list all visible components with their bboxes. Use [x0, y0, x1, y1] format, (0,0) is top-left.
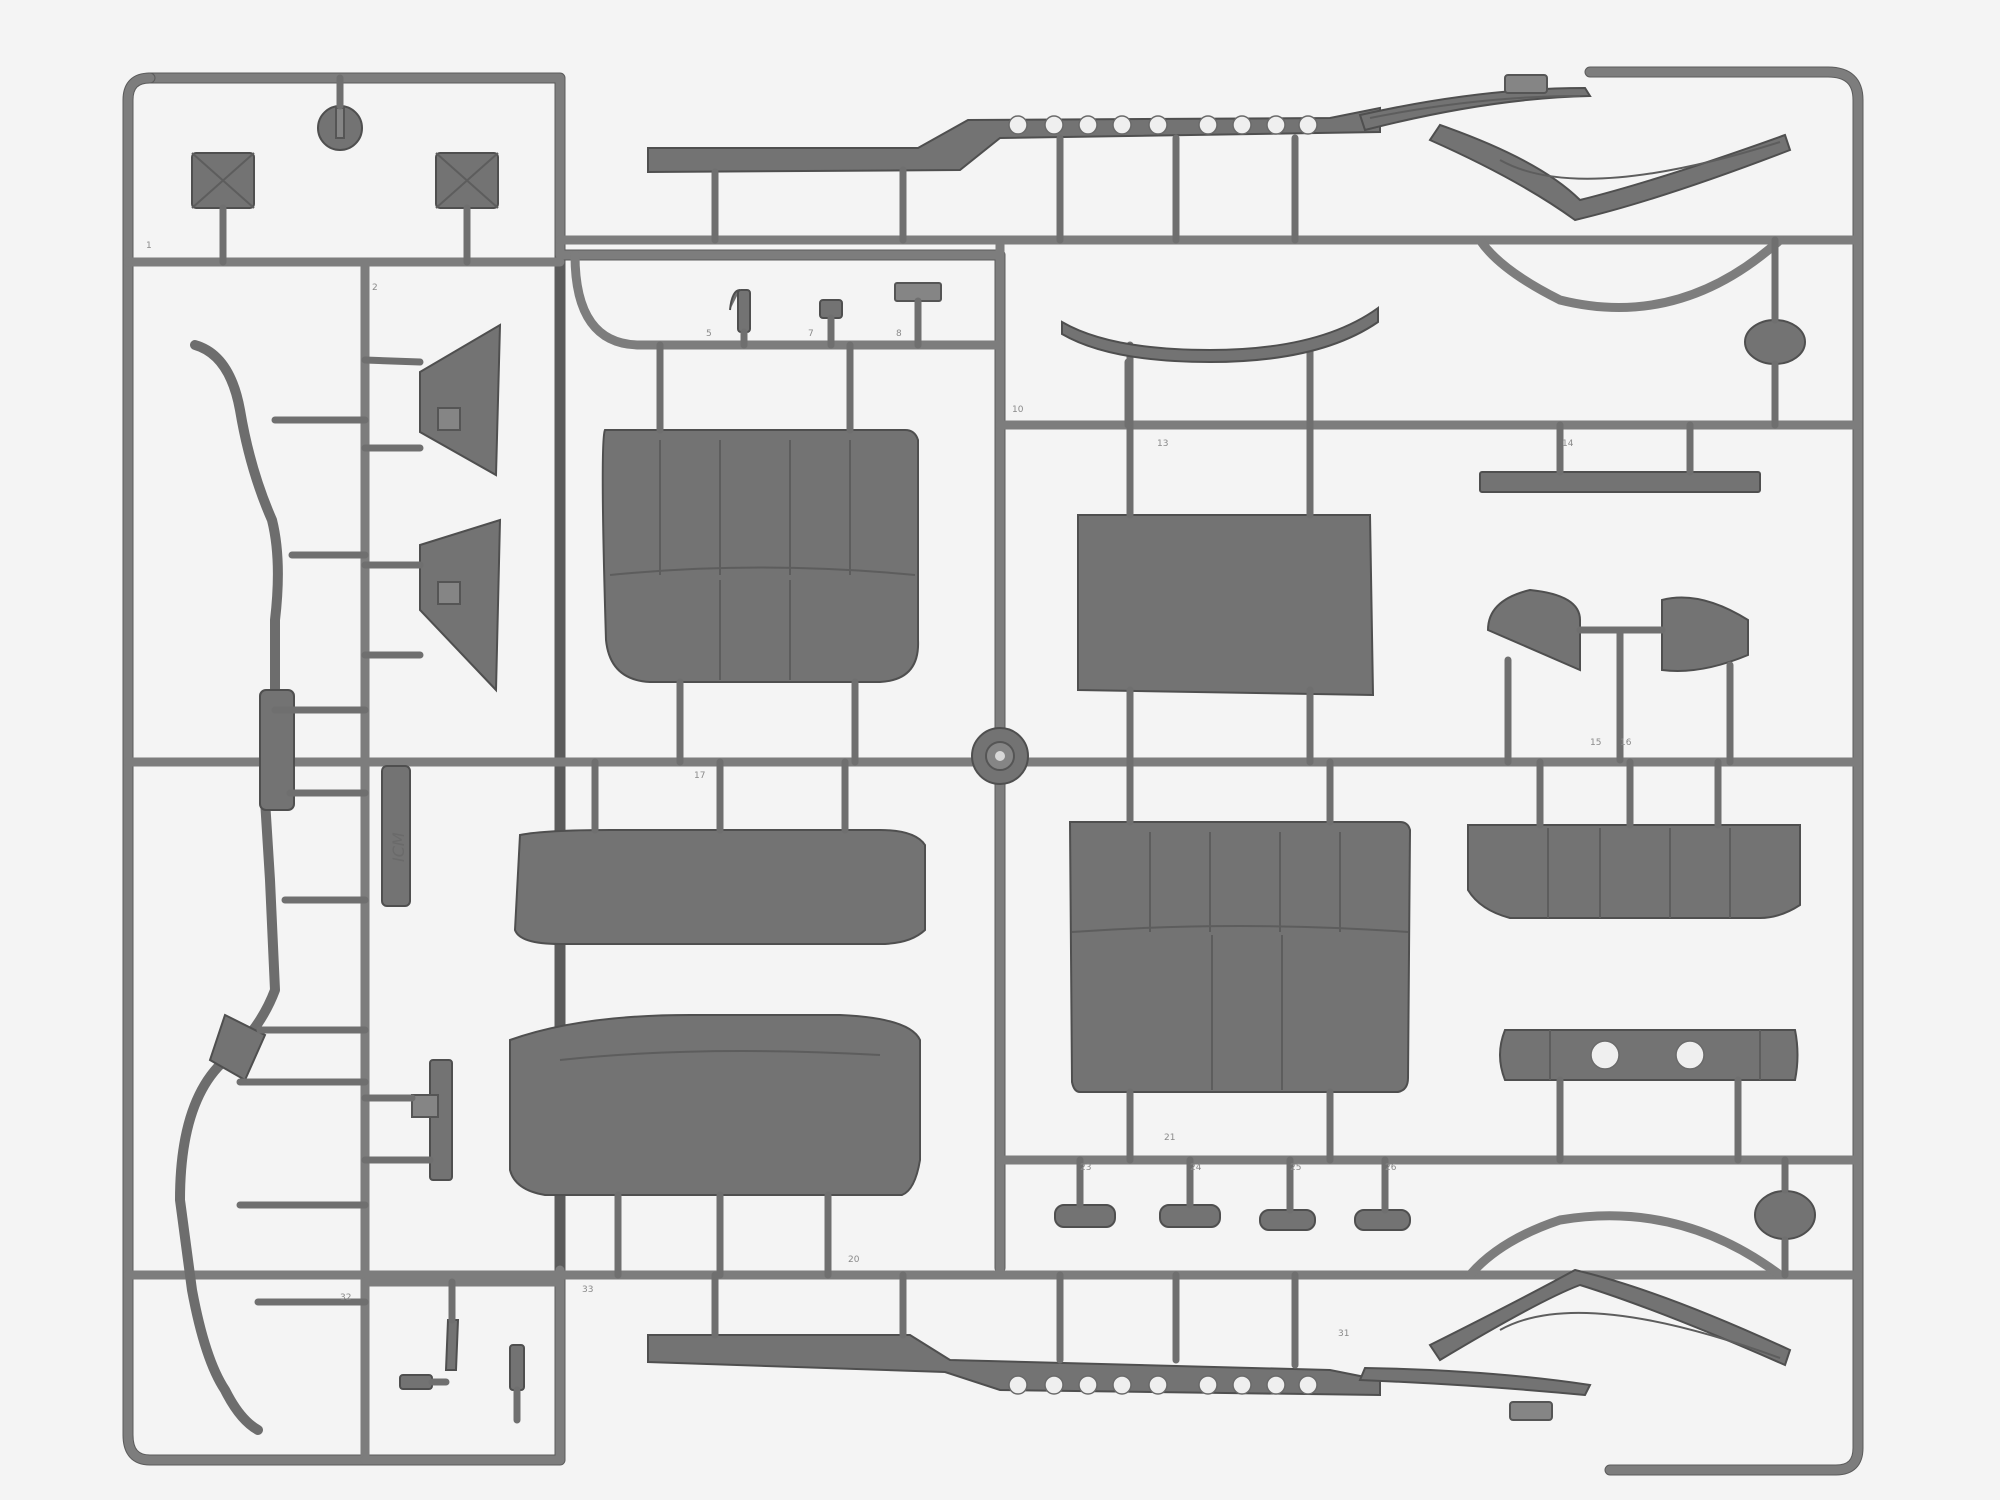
- sprue-outer-frame: [122, 66, 1864, 1476]
- svg-text:13: 13: [1157, 439, 1168, 449]
- lower-chassis-rail: [647, 1268, 1792, 1421]
- svg-text:32: 32: [340, 1293, 351, 1303]
- svg-text:25: 25: [1290, 1163, 1301, 1173]
- svg-text:1: 1: [146, 241, 152, 251]
- svg-text:16: 16: [1620, 738, 1632, 748]
- svg-text:10: 10: [1012, 405, 1024, 415]
- upper-chassis-rail: [647, 74, 1792, 244]
- dome-pieces: [1486, 588, 1749, 766]
- exhaust-pipe: [175, 340, 369, 1435]
- svg-text:17: 17: [694, 771, 705, 781]
- svg-text:33: 33: [582, 1285, 593, 1295]
- svg-text:7: 7: [808, 329, 814, 339]
- rear-seat-back: [1467, 758, 1801, 919]
- lower-dome: [1754, 1156, 1816, 1279]
- right-strip: [1479, 236, 1806, 493]
- svg-text:24: 24: [1190, 1163, 1202, 1173]
- svg-text:8: 8: [896, 329, 902, 339]
- svg-text:31: 31: [1338, 1329, 1349, 1339]
- small-top-pieces: [729, 282, 942, 349]
- centre-hub: [971, 727, 1029, 785]
- small-pedals: [1054, 1156, 1411, 1231]
- seat-cushion: [513, 758, 926, 945]
- left-brackets: ICM: [361, 323, 502, 1181]
- svg-text:15: 15: [1590, 738, 1601, 748]
- svg-text:2: 2: [372, 283, 378, 293]
- part-numbers: 2 5 7 8 10 13 14 15 16 17 21 20 23 24 25…: [340, 283, 1632, 1339]
- window-panel: [1077, 341, 1375, 766]
- lamp-bar: [1499, 1029, 1799, 1164]
- svg-text:21: 21: [1164, 1133, 1175, 1143]
- rear-bench-seat: [1068, 758, 1412, 1164]
- svg-text:14: 14: [1562, 439, 1574, 449]
- seat-tub: [509, 1014, 921, 1279]
- svg-text:5: 5: [706, 329, 712, 339]
- svg-text:23: 23: [1080, 1163, 1091, 1173]
- svg-text:20: 20: [848, 1255, 860, 1265]
- top-left-parts: 1: [146, 74, 499, 266]
- svg-text:26: 26: [1385, 1163, 1397, 1173]
- curved-header: [1061, 306, 1379, 429]
- brand-mark: ICM: [389, 832, 408, 862]
- lower-left-small-parts: [399, 1278, 525, 1424]
- front-bench-seat: [601, 341, 920, 766]
